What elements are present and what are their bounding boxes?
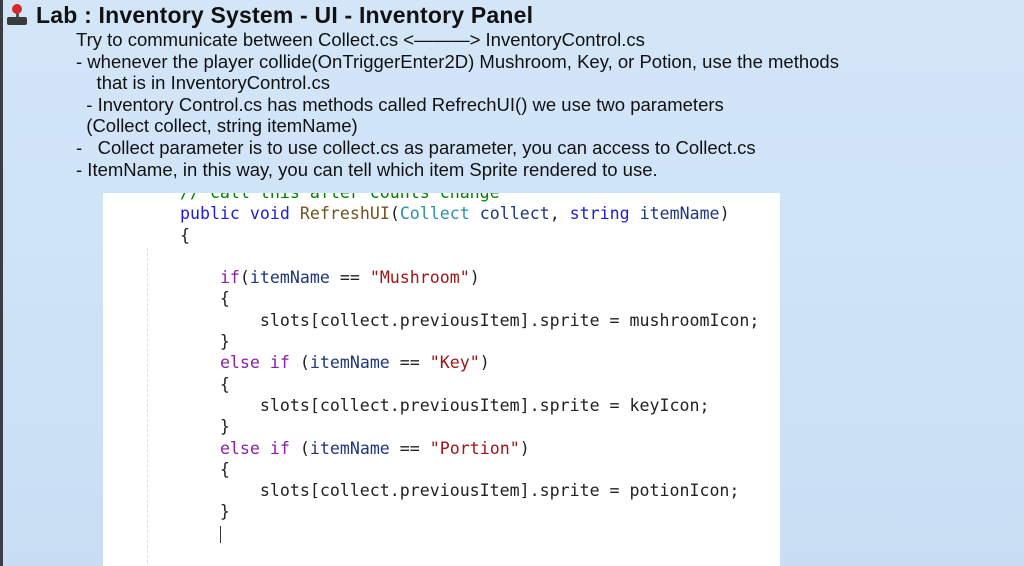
code-line: }: [140, 416, 759, 437]
text-cursor: [219, 525, 221, 543]
code-line: {: [140, 459, 759, 480]
code-token: [140, 524, 220, 543]
code-token: [260, 439, 270, 458]
code-token: }: [140, 417, 230, 437]
code-token: [260, 353, 270, 372]
indent-guide: [147, 248, 148, 566]
note-line: that is in InventoryControl.cs: [76, 72, 330, 94]
code-token: [240, 204, 250, 223]
code-token: itemName: [309, 438, 390, 458]
code-line: else if (itemName == "Portion"): [140, 438, 759, 459]
code-token: void: [249, 204, 290, 224]
code-token: itemName: [249, 268, 330, 288]
slide-title: Lab : Inventory System - UI - Inventory …: [4, 0, 533, 30]
code-line: if(itemName == "Mushroom"): [140, 267, 759, 288]
code-token: [140, 353, 220, 372]
code-line: }: [140, 501, 759, 522]
code-token: [140, 204, 180, 223]
code-token: if: [219, 268, 240, 288]
title-text: Lab : Inventory System - UI - Inventory …: [36, 1, 534, 28]
code-line: public void RefreshUI(Collect collect, s…: [140, 203, 759, 224]
code-line: // call this after counts change: [140, 193, 759, 203]
code-token: (: [389, 204, 400, 224]
code-token: ): [479, 353, 490, 373]
note-line: Try to communicate between Collect.cs <—…: [76, 29, 645, 50]
code-line: {: [140, 225, 759, 246]
code-token: [470, 204, 480, 223]
code-token: itemName: [639, 204, 720, 224]
code-line: else if (itemName == "Key"): [140, 352, 759, 373]
code-token: slots[collect.previousItem].sprite = mus…: [140, 310, 760, 330]
code-token: else: [219, 438, 260, 458]
code-token: itemName: [309, 353, 390, 373]
code-token: collect: [479, 204, 550, 224]
code-token: [630, 204, 640, 223]
code-token: slots[collect.previousItem].sprite = pot…: [140, 481, 740, 501]
code-token: ==: [389, 438, 430, 458]
code-token: {: [140, 289, 230, 309]
code-token: Collect: [399, 204, 470, 224]
code-token: RefreshUI: [299, 204, 390, 224]
code-token: ==: [389, 353, 430, 373]
code-token: if: [269, 353, 290, 373]
code-token: "Mushroom": [369, 268, 470, 288]
note-line: (Collect collect, string itemName): [76, 115, 358, 137]
code-token: [140, 268, 220, 287]
note-line: - Inventory Control.cs has methods calle…: [76, 93, 724, 115]
code-token: (: [289, 438, 310, 458]
code-editor[interactable]: // call this after counts change public …: [103, 193, 780, 566]
code-token: (: [289, 353, 310, 373]
note-line: - Collect parameter is to use collect.cs…: [76, 136, 756, 158]
code-token: [140, 193, 180, 202]
code-token: [290, 204, 300, 223]
code-token: "Key": [429, 353, 480, 373]
code-token: {: [140, 374, 230, 394]
code-line: slots[collect.previousItem].sprite = key…: [140, 395, 759, 416]
code-line: slots[collect.previousItem].sprite = mus…: [140, 310, 760, 331]
code-token: ): [519, 438, 530, 458]
note-line: - ItemName, in this way, you can tell wh…: [76, 158, 658, 180]
code-token: // call this after counts change: [180, 193, 500, 202]
code-token: else: [219, 353, 260, 373]
code-lines: // call this after counts change public …: [140, 193, 759, 544]
code-token: if: [269, 438, 290, 458]
window-edge: [0, 0, 3, 566]
code-token: "Portion": [429, 438, 520, 458]
code-token: (: [239, 268, 250, 288]
code-line: [140, 246, 759, 267]
instruction-notes: Try to communicate between Collect.cs <—…: [76, 29, 839, 180]
code-token: }: [140, 332, 230, 352]
code-token: public: [179, 204, 240, 224]
code-token: ,: [549, 204, 570, 224]
code-token: {: [140, 459, 230, 479]
code-token: [140, 439, 220, 458]
code-token: ==: [329, 268, 370, 288]
code-token: string: [569, 204, 630, 224]
code-line: slots[collect.previousItem].sprite = pot…: [140, 480, 759, 501]
code-line: }: [140, 331, 759, 352]
joystick-icon: [4, 2, 30, 28]
code-line: {: [140, 374, 759, 395]
code-line: {: [140, 288, 759, 309]
note-line: - whenever the player collide(OnTriggerE…: [76, 50, 839, 72]
code-token: ): [719, 204, 730, 224]
code-token: slots[collect.previousItem].sprite = key…: [140, 395, 710, 415]
code-token: {: [140, 225, 190, 245]
code-line: [140, 523, 759, 544]
code-token: ): [469, 268, 480, 288]
code-token: }: [140, 502, 230, 522]
